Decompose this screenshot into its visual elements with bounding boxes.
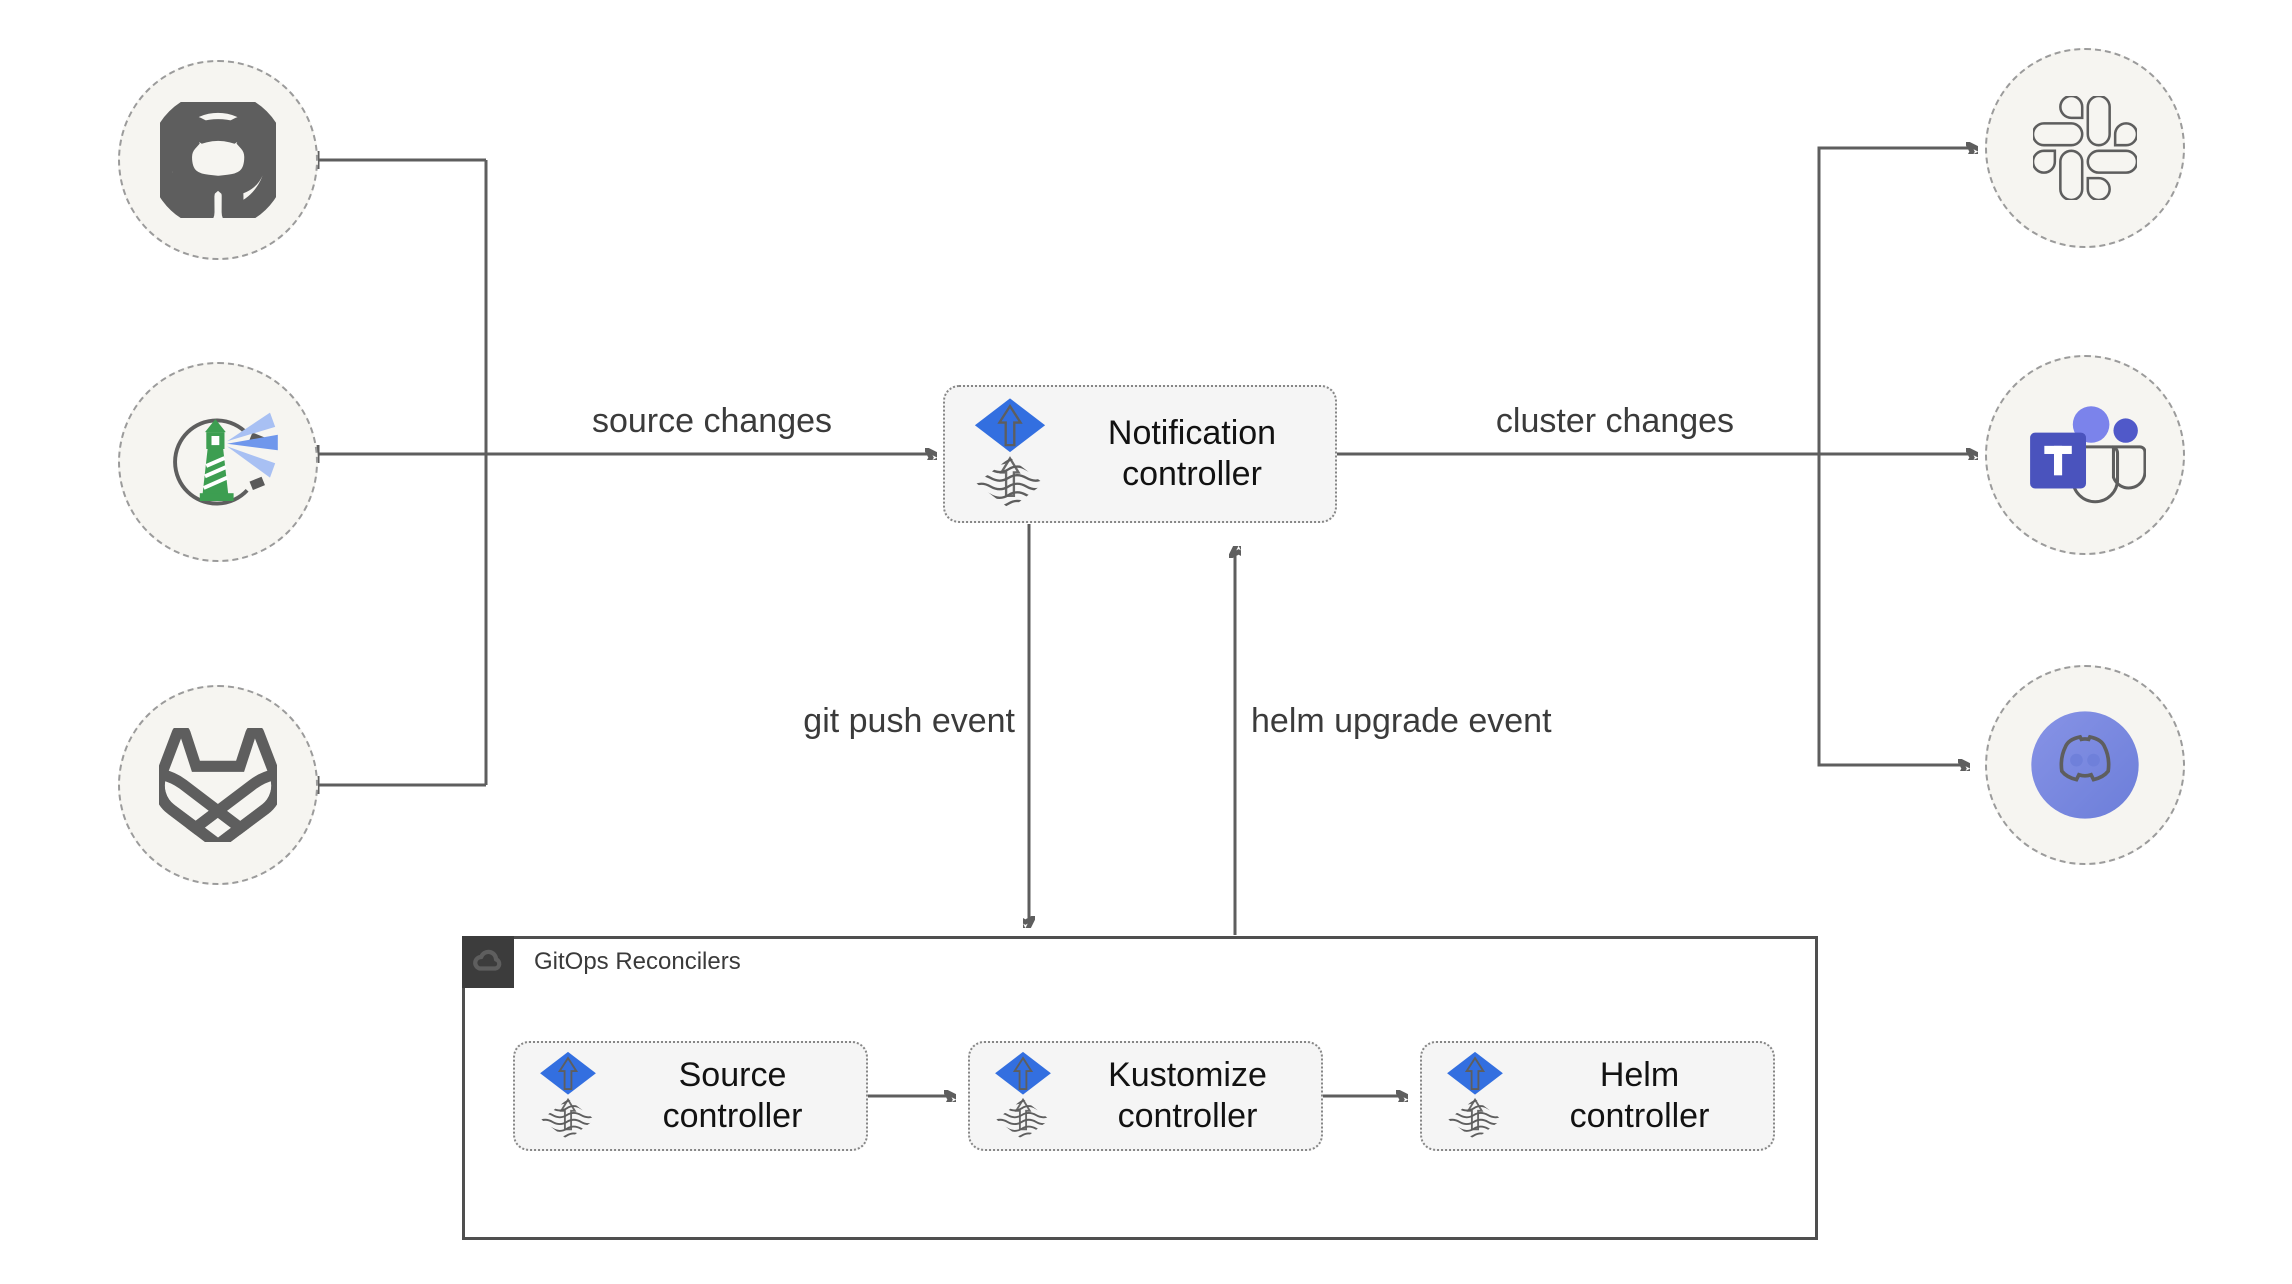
harbor-icon — [153, 397, 283, 527]
node-notification-controller: Notification controller — [943, 385, 1337, 523]
edge-to-slack-line — [1817, 148, 1968, 454]
gitlab-icon — [159, 728, 277, 842]
container-badge — [462, 936, 514, 988]
endpoint-discord — [1985, 665, 2185, 865]
node-label: Notification controller — [1107, 413, 1277, 493]
node-helm-controller: Helm controller — [1420, 1041, 1775, 1151]
endpoint-harbor — [118, 362, 318, 562]
github-icon — [160, 102, 276, 218]
edge-label-helm-upgrade-event: helm upgrade event — [1251, 702, 1552, 740]
flux-logo-icon — [1444, 1050, 1506, 1143]
node-kustomize-controller: Kustomize controller — [968, 1041, 1323, 1151]
node-label: Kustomize controller — [1108, 1055, 1267, 1135]
container-title: GitOps Reconcilers — [534, 948, 741, 975]
gitops-reconcilers-container — [462, 936, 1818, 1240]
node-label: Source controller — [662, 1055, 803, 1135]
endpoint-teams — [1985, 355, 2185, 555]
teams-icon — [2024, 398, 2146, 512]
endpoint-slack — [1985, 48, 2185, 248]
flux-logo-icon — [537, 1050, 599, 1143]
edge-label-source-changes: source changes — [591, 402, 833, 440]
cloud-icon — [471, 945, 505, 979]
discord-icon — [2024, 704, 2146, 826]
flux-logo-icon — [992, 1050, 1054, 1143]
edge-label-git-push-event: git push event — [803, 702, 1015, 740]
edge-label-cluster-changes: cluster changes — [1495, 402, 1735, 440]
edge-to-discord-line — [1817, 454, 1960, 765]
node-source-controller: Source controller — [513, 1041, 868, 1151]
slack-icon — [2033, 96, 2137, 200]
node-label: Helm controller — [1569, 1055, 1710, 1135]
endpoint-github — [118, 60, 318, 260]
endpoint-gitlab — [118, 685, 318, 885]
flux-logo-icon — [971, 396, 1049, 513]
